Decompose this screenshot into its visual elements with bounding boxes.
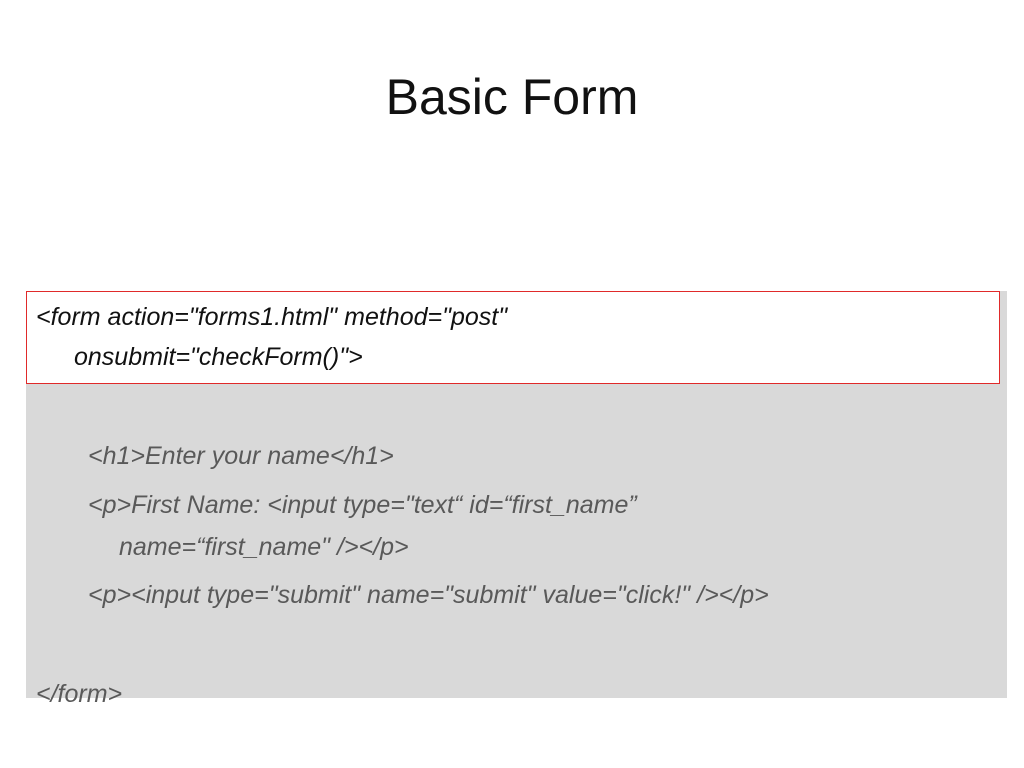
code-line-form-close: </form>: [36, 680, 123, 708]
code-line-first-name: <p>First Name: <input type="text“ id=“fi…: [88, 491, 637, 519]
code-line-h1: <h1>Enter your name</h1>: [88, 442, 394, 470]
code-line-submit: <p><input type="submit" name="submit" va…: [88, 581, 769, 609]
code-line-form-open: <form action="forms1.html" method="post": [36, 303, 508, 331]
code-line-first-name-cont: name=“first_name" /></p>: [119, 533, 409, 561]
code-line-onsubmit: onsubmit="checkForm()">: [74, 343, 363, 371]
slide-title: Basic Form: [385, 69, 639, 125]
form-tag-highlight-box: [26, 291, 1000, 384]
